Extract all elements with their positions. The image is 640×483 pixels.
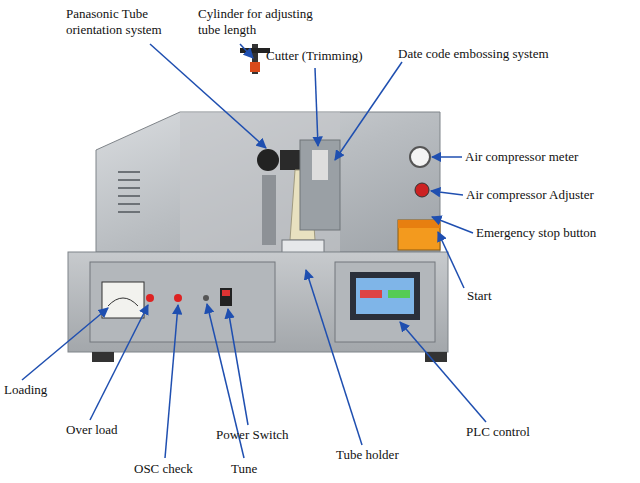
part-label: Power Switch bbox=[216, 427, 289, 443]
plc-button bbox=[360, 290, 382, 298]
control-panel bbox=[90, 262, 275, 342]
osc-lamp bbox=[174, 294, 182, 302]
part-label: Loading bbox=[4, 382, 47, 398]
part-label: Emergency stop button bbox=[476, 225, 596, 241]
part-label: Date code embossing system bbox=[398, 46, 549, 62]
part-label: PLC control bbox=[466, 424, 530, 440]
part-label: Air compressor meter bbox=[465, 149, 578, 165]
part-label: Air compressor Adjuster bbox=[466, 187, 594, 203]
sensor bbox=[257, 149, 279, 171]
housing-face bbox=[180, 112, 340, 252]
power-switch-lamp bbox=[222, 290, 230, 296]
start-top bbox=[398, 220, 440, 228]
part-label: Tune bbox=[231, 461, 257, 477]
plc-panel bbox=[335, 262, 435, 342]
part-label: Cutter (Trimming) bbox=[266, 48, 363, 64]
overload-lamp bbox=[146, 294, 154, 302]
vents bbox=[118, 172, 140, 212]
part-label: Panasonic Tube orientation system bbox=[66, 6, 184, 38]
plc-screen bbox=[350, 272, 420, 320]
ammeter-scale bbox=[108, 298, 138, 306]
part-label: Over load bbox=[66, 422, 118, 438]
rear-housing bbox=[96, 112, 440, 252]
sealing-head bbox=[300, 140, 340, 230]
power-switch bbox=[220, 288, 232, 306]
base-cabinet bbox=[68, 252, 448, 352]
cutter bbox=[312, 150, 328, 180]
part-label: OSC check bbox=[134, 461, 193, 477]
cylinder-cap bbox=[250, 62, 260, 72]
air-adjuster bbox=[415, 183, 429, 197]
leader-lines bbox=[22, 44, 486, 458]
ammeter bbox=[102, 282, 144, 318]
tune-knob bbox=[203, 295, 209, 301]
air-gauge bbox=[410, 147, 430, 167]
part-label: Cylinder for adjusting tube length bbox=[198, 6, 332, 38]
foot bbox=[425, 352, 447, 362]
foot bbox=[92, 352, 114, 362]
orientation-unit bbox=[280, 150, 302, 170]
column bbox=[262, 175, 276, 245]
plc-button bbox=[388, 290, 410, 298]
start-button bbox=[398, 220, 440, 250]
part-label: Start bbox=[467, 288, 492, 304]
plc-display bbox=[356, 278, 414, 314]
part-label: Tube holder bbox=[336, 447, 399, 463]
